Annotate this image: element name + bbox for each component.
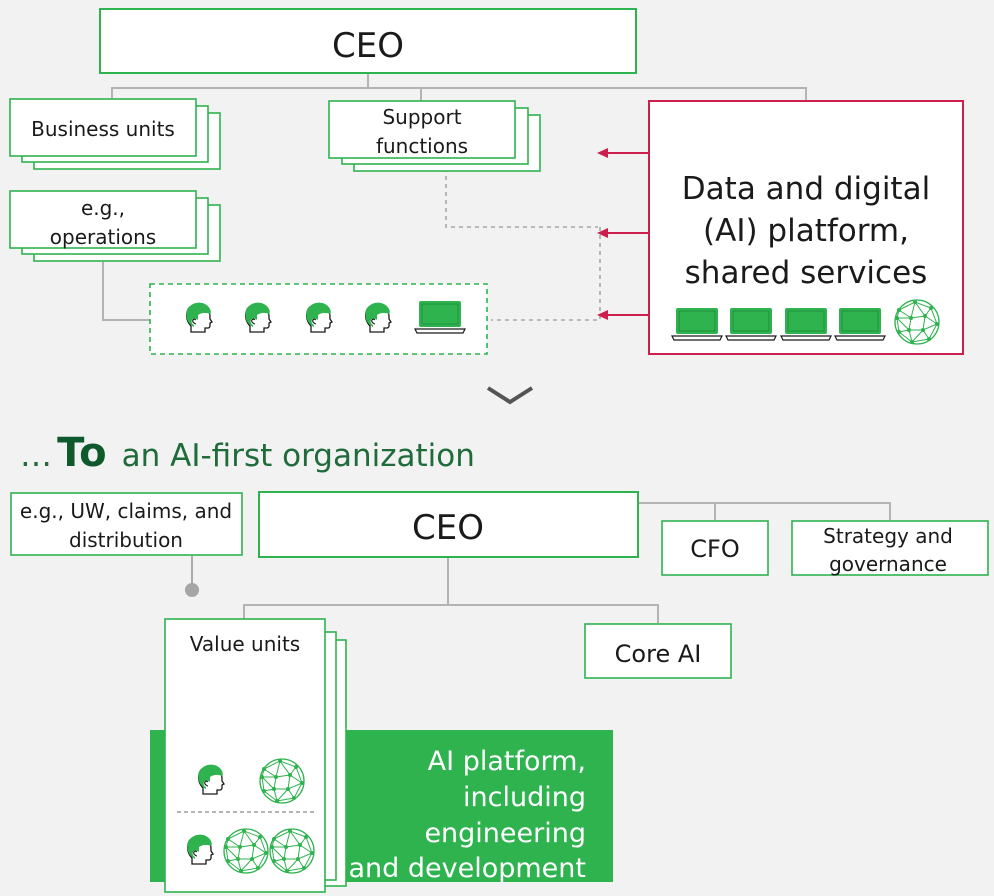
- cfo-box: [661, 520, 769, 576]
- ai-sphere-icon: [894, 299, 940, 345]
- ai-sphere-icon: [259, 758, 305, 804]
- ai-sphere-icon: [269, 828, 315, 874]
- section-heading: … To an AI-first organization: [20, 430, 475, 476]
- business-units-label: Business units: [31, 117, 175, 141]
- uw-line-2: distribution: [69, 528, 183, 552]
- value-units-label: Value units: [190, 632, 300, 656]
- top-ceo-box: [99, 8, 637, 74]
- ops-connector: [102, 262, 152, 321]
- business-units-stack: Business units: [9, 98, 221, 170]
- support-functions-stack: Support functions: [328, 100, 541, 172]
- uw-example-box: [10, 492, 243, 556]
- bottom-ceo-connector: [243, 558, 659, 623]
- ai-platform-line-3: engineering: [424, 818, 586, 849]
- arrow-left-icon: [597, 148, 648, 158]
- strategy-box: [791, 520, 989, 576]
- arrow-left-icon: [597, 310, 648, 320]
- chevron-down-icon: [486, 386, 534, 405]
- ai-platform-line-2: including: [463, 782, 586, 813]
- core-ai-box: [584, 623, 732, 679]
- heading-dots: …: [20, 436, 52, 474]
- operations-line-2: operations: [50, 225, 156, 249]
- cfo-label: CFO: [690, 535, 739, 563]
- bottom-ceo-box: [258, 491, 639, 558]
- ai-sphere-icon: [223, 828, 269, 874]
- uw-line-1: e.g., UW, claims, and: [20, 499, 232, 523]
- platform-line-2: (AI) platform,: [703, 213, 909, 249]
- platform-line-1: Data and digital: [682, 171, 930, 207]
- strategy-line-1: Strategy and: [823, 524, 953, 548]
- bottom-ceo-label: CEO: [412, 508, 484, 548]
- support-line-1: Support: [382, 105, 461, 129]
- platform-line-3: shared services: [685, 255, 928, 291]
- uw-connector-dot: [185, 583, 199, 597]
- strategy-line-2: governance: [829, 552, 947, 576]
- top-ceo-label: CEO: [332, 26, 404, 66]
- operations-line-1: e.g.,: [81, 196, 125, 220]
- support-dashed-connector: [445, 160, 601, 321]
- ai-platform-line-1: AI platform,: [428, 746, 586, 777]
- support-line-2: functions: [376, 134, 468, 158]
- arrow-left-icon: [597, 228, 648, 238]
- bottom-right-connector: [638, 502, 891, 520]
- heading-to: To: [57, 430, 106, 476]
- core-ai-label: Core AI: [615, 640, 702, 668]
- ai-platform-line-4: and development: [349, 853, 587, 884]
- heading-rest: an AI-first organization: [122, 438, 475, 474]
- top-ceo-connector: [111, 74, 807, 101]
- operations-stack: e.g., operations: [9, 190, 221, 262]
